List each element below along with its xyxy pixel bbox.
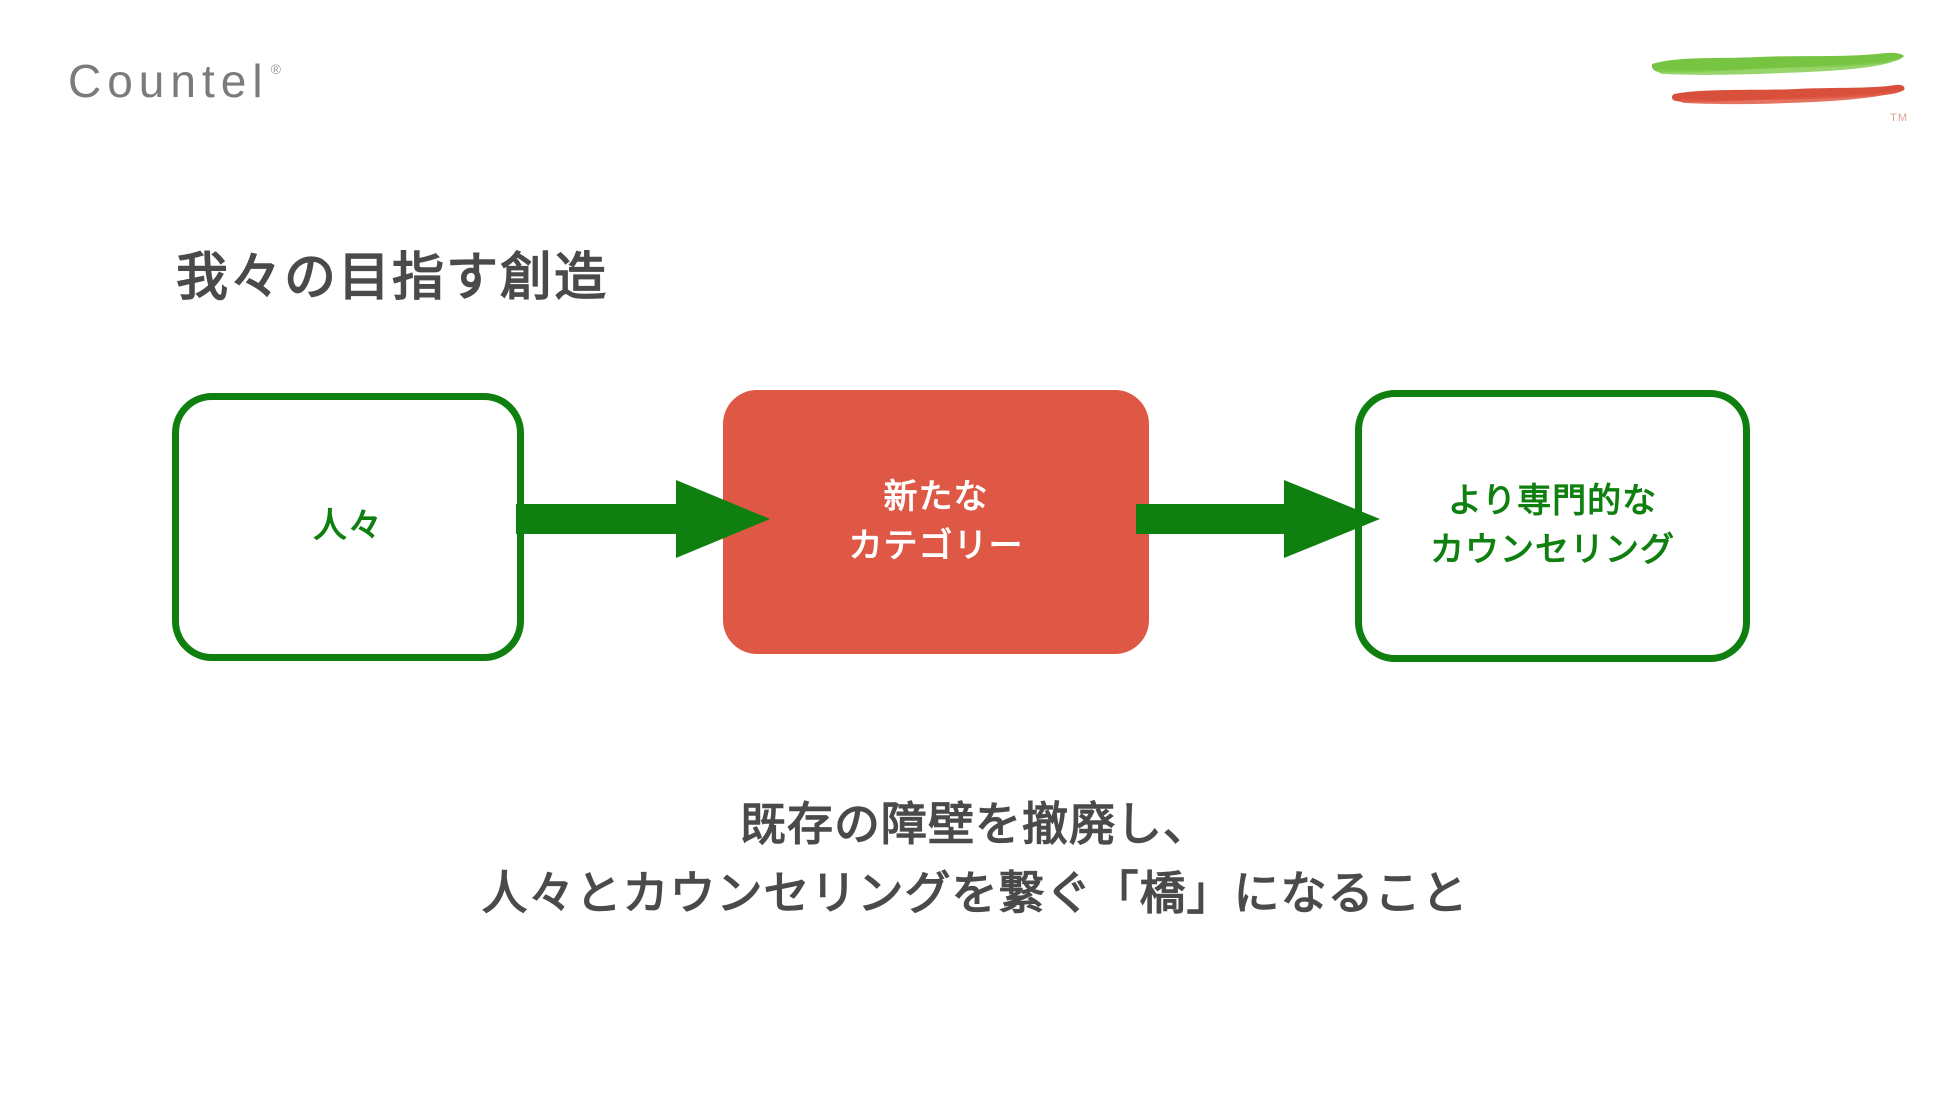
arrow-people-to-category-icon <box>516 474 776 564</box>
flow-node-people: 人々 <box>172 393 524 661</box>
slide-caption: 既存の障壁を撤廃し、 人々とカウンセリングを繋ぐ「橋」になること <box>0 790 1950 928</box>
slide-caption-line-2: 人々とカウンセリングを繋ぐ「橋」になること <box>481 867 1469 919</box>
flow-diagram: 人々 新たな カテゴリー より専門的な カウンセリング <box>0 382 1950 672</box>
flow-node-professional-counseling-label: より専門的な カウンセリング <box>1430 481 1675 569</box>
red-brushstroke-icon <box>1671 84 1905 105</box>
slide-caption-line-1: 既存の障壁を撤廃し、 <box>740 798 1210 850</box>
flow-node-people-label: 人々 <box>313 507 383 546</box>
brand-logo-text: Countel <box>68 55 269 107</box>
brand-logo: Countel ® <box>68 58 281 104</box>
trademark-icon: TM <box>1890 112 1908 124</box>
flow-node-professional-counseling: より専門的な カウンセリング <box>1355 390 1750 662</box>
flow-node-new-category: 新たな カテゴリー <box>723 390 1149 654</box>
page-title: 我々の目指す創造 <box>176 248 609 307</box>
green-brushstroke-icon <box>1651 52 1904 75</box>
flow-node-new-category-label: 新たな カテゴリー <box>848 477 1024 565</box>
brand-brushstroke-mark: TM <box>1648 42 1908 124</box>
registered-trademark-icon: ® <box>270 61 281 77</box>
arrow-category-to-counseling-icon <box>1136 474 1386 564</box>
